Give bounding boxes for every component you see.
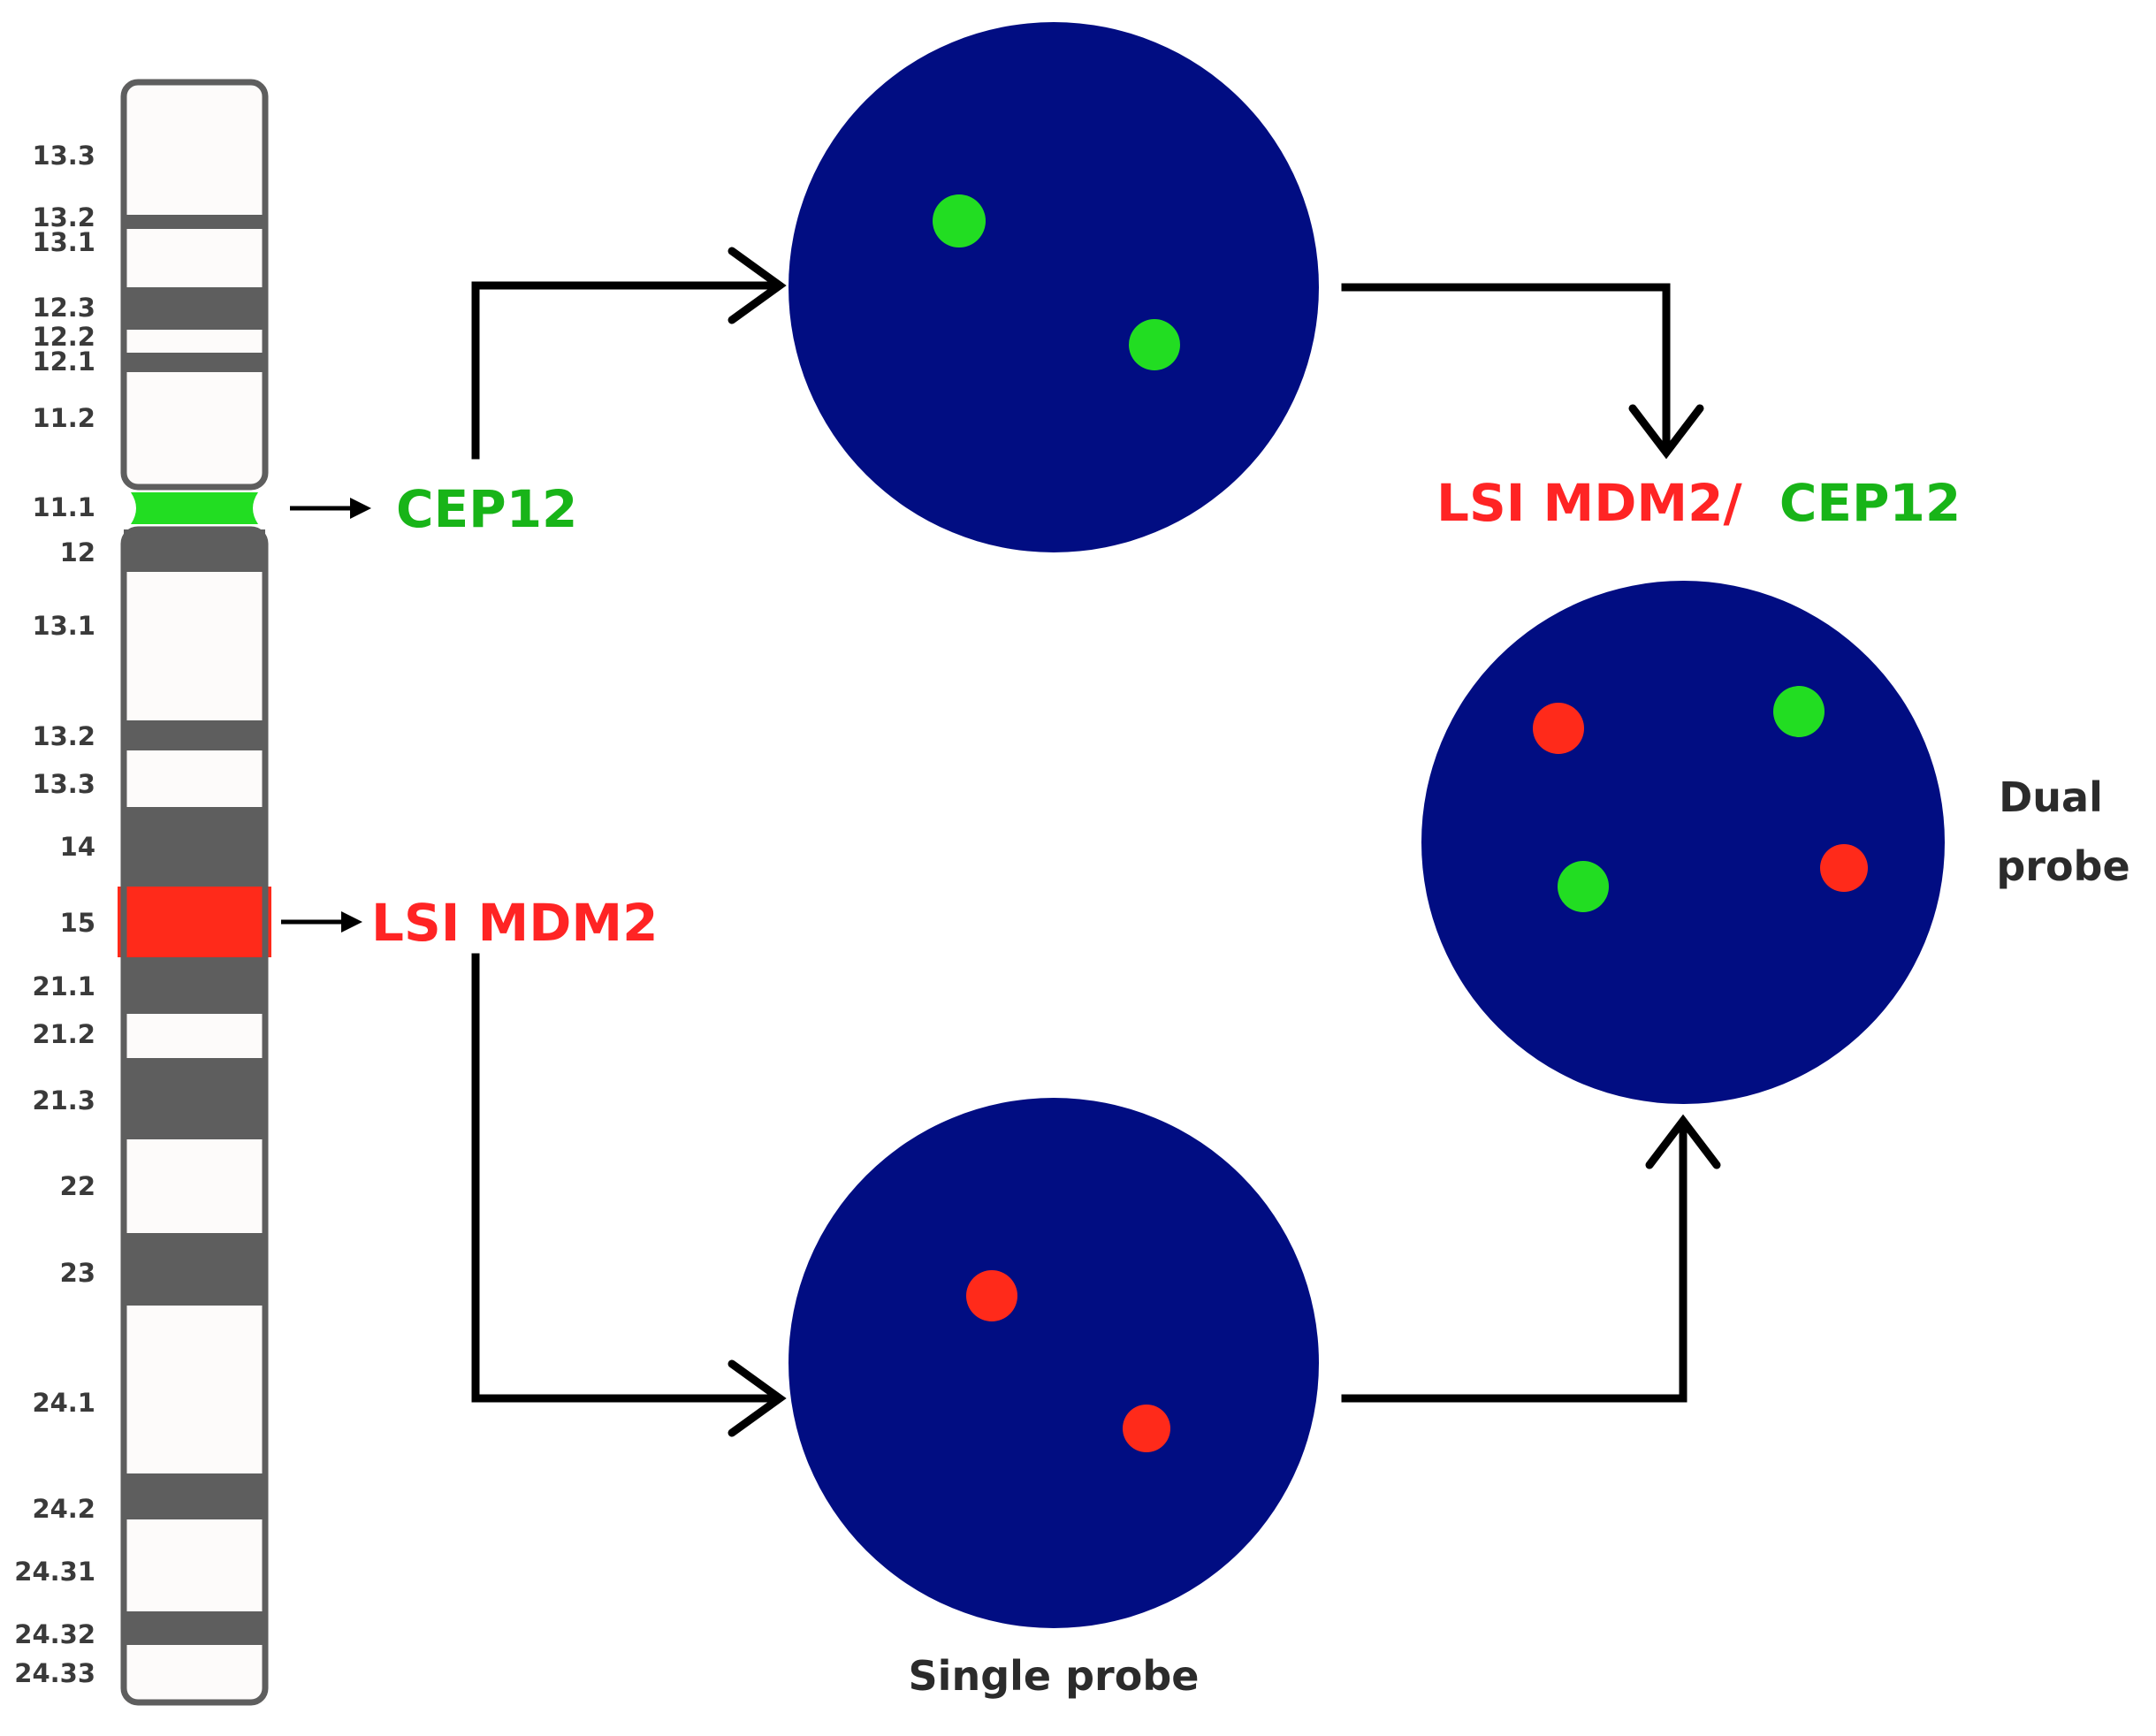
- chromosome-band: [124, 1014, 265, 1058]
- band-labels: 13.3 13.2 13.1 12.3 12.2 12.1 11.2 11.1 …: [14, 141, 95, 1688]
- cep12-probe-label: CEP12: [396, 479, 577, 539]
- band-label: 24.2: [32, 1494, 95, 1524]
- band-label: 13.2: [32, 202, 95, 232]
- chromosome-band: [124, 287, 265, 330]
- band-label: 15: [60, 908, 95, 938]
- arrow-right-icon: [290, 498, 371, 519]
- chromosome-band: [124, 957, 265, 1014]
- red-signal: [1533, 703, 1584, 754]
- band-label: 13.3: [32, 769, 95, 799]
- band-label: 21.3: [32, 1085, 95, 1115]
- chromosome-p-arm: [120, 79, 269, 491]
- chromosome-q-arm: [118, 526, 271, 1706]
- chromosome-band: [124, 1611, 265, 1645]
- arrow-right-icon: [471, 247, 787, 460]
- dual-probe-caption-line1: Dual: [1999, 773, 2103, 821]
- chromosome-band: [124, 720, 265, 750]
- green-signal: [933, 194, 986, 247]
- band-label: 24.31: [14, 1557, 95, 1587]
- dual-probe-caption: Dual probe: [1996, 773, 2129, 890]
- chromosome-band: [124, 807, 265, 887]
- chromosome-band: [124, 330, 265, 353]
- arrow-down-icon: [1341, 283, 1704, 460]
- arrow-right-icon: [281, 911, 362, 933]
- chromosome-band: [124, 372, 265, 487]
- chromosome-band-mdm2-region: [118, 887, 271, 957]
- chromosome-band: [124, 353, 265, 372]
- cell-nucleus: [1421, 581, 1945, 1104]
- cell-nucleus: [789, 22, 1319, 552]
- band-label: 12.3: [32, 293, 95, 323]
- chromosome-band: [124, 1058, 265, 1139]
- cep12-cell: [789, 22, 1319, 552]
- band-label: 12.1: [32, 346, 95, 377]
- band-label: 13.1: [32, 611, 95, 641]
- chromosome-ideogram: 13.3 13.2 13.1 12.3 12.2 12.1 11.2 11.1 …: [14, 79, 271, 1706]
- chromosome-band: [124, 1233, 265, 1306]
- band-label: 24.1: [32, 1388, 95, 1418]
- band-label: 11.1: [32, 492, 95, 522]
- band-label: 14: [60, 832, 95, 862]
- band-label: 23: [60, 1258, 95, 1288]
- chromosome-band: [124, 572, 265, 720]
- band-label: 21.1: [32, 971, 95, 1001]
- band-label: 13.1: [32, 227, 95, 257]
- chromosome-band: [124, 529, 265, 572]
- red-signal: [1123, 1405, 1170, 1452]
- band-label: 12: [60, 537, 95, 567]
- dual-probe-caption-line2: probe: [1996, 842, 2129, 890]
- chromosome-band: [124, 1519, 265, 1611]
- chromosome-q-arm-outline: [120, 526, 269, 1706]
- centromere-cep12-region: [131, 492, 258, 524]
- chromosome-p-arm-outline: [120, 79, 269, 491]
- band-label: 24.32: [14, 1619, 95, 1649]
- lsi-mdm2-probe-label: LSI MDM2: [371, 893, 658, 953]
- band-label: 21.2: [32, 1019, 95, 1049]
- chromosome-band: [124, 215, 265, 229]
- band-label: 13.3: [32, 141, 95, 171]
- chromosome-band: [124, 750, 265, 807]
- dual-probe-label: LSI MDM2/ CEP12: [1436, 473, 1961, 533]
- chromosome-band: [124, 1645, 265, 1702]
- dual-probe-label-cep12: CEP12: [1779, 473, 1961, 533]
- band-label: 12.2: [32, 322, 95, 352]
- cell-nucleus: [789, 1098, 1319, 1628]
- red-signal: [966, 1270, 1017, 1321]
- chromosome-band: [124, 1473, 265, 1519]
- chromosome-band: [124, 1306, 265, 1473]
- band-label: 24.33: [14, 1658, 95, 1688]
- chromosome-band: [124, 1139, 265, 1233]
- single-probe-caption: Single probe: [909, 1652, 1200, 1700]
- arrow-right-icon: [471, 953, 787, 1437]
- chromosome-band: [124, 229, 265, 287]
- green-signal: [1773, 686, 1825, 737]
- green-signal: [1558, 861, 1609, 912]
- arrow-up-icon: [1341, 1114, 1721, 1403]
- dual-probe-label-mdm2: LSI MDM2/: [1436, 473, 1742, 533]
- dual-cell: [1421, 581, 1945, 1104]
- band-label: 13.2: [32, 721, 95, 751]
- band-label: 22: [60, 1171, 95, 1201]
- mdm2-cell: [789, 1098, 1319, 1628]
- band-label: 11.2: [32, 403, 95, 433]
- green-signal: [1129, 319, 1180, 370]
- chromosome-band: [124, 82, 265, 215]
- red-signal: [1820, 844, 1868, 892]
